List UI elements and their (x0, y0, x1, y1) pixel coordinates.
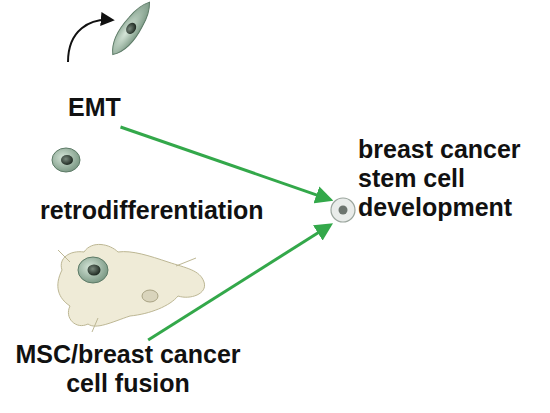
text-node: MSC/breast cancer cell fusion (2, 340, 254, 402)
flow-arrow (121, 127, 331, 200)
elongated-cell (106, 0, 157, 60)
node-text: breast cancer stem cell development (358, 135, 550, 222)
round-cell (52, 148, 80, 172)
text-node: EMT (68, 93, 138, 127)
node-text: EMT (68, 93, 138, 122)
transition-arrow (68, 20, 112, 62)
node-text: MSC/breast cancer cell fusion (2, 340, 254, 398)
process-label: retrodifferentiation (40, 196, 264, 225)
text-node: breast cancer stem cell development (330, 135, 550, 230)
stem-cell-icon (331, 198, 355, 222)
flow-arrow (148, 225, 330, 340)
